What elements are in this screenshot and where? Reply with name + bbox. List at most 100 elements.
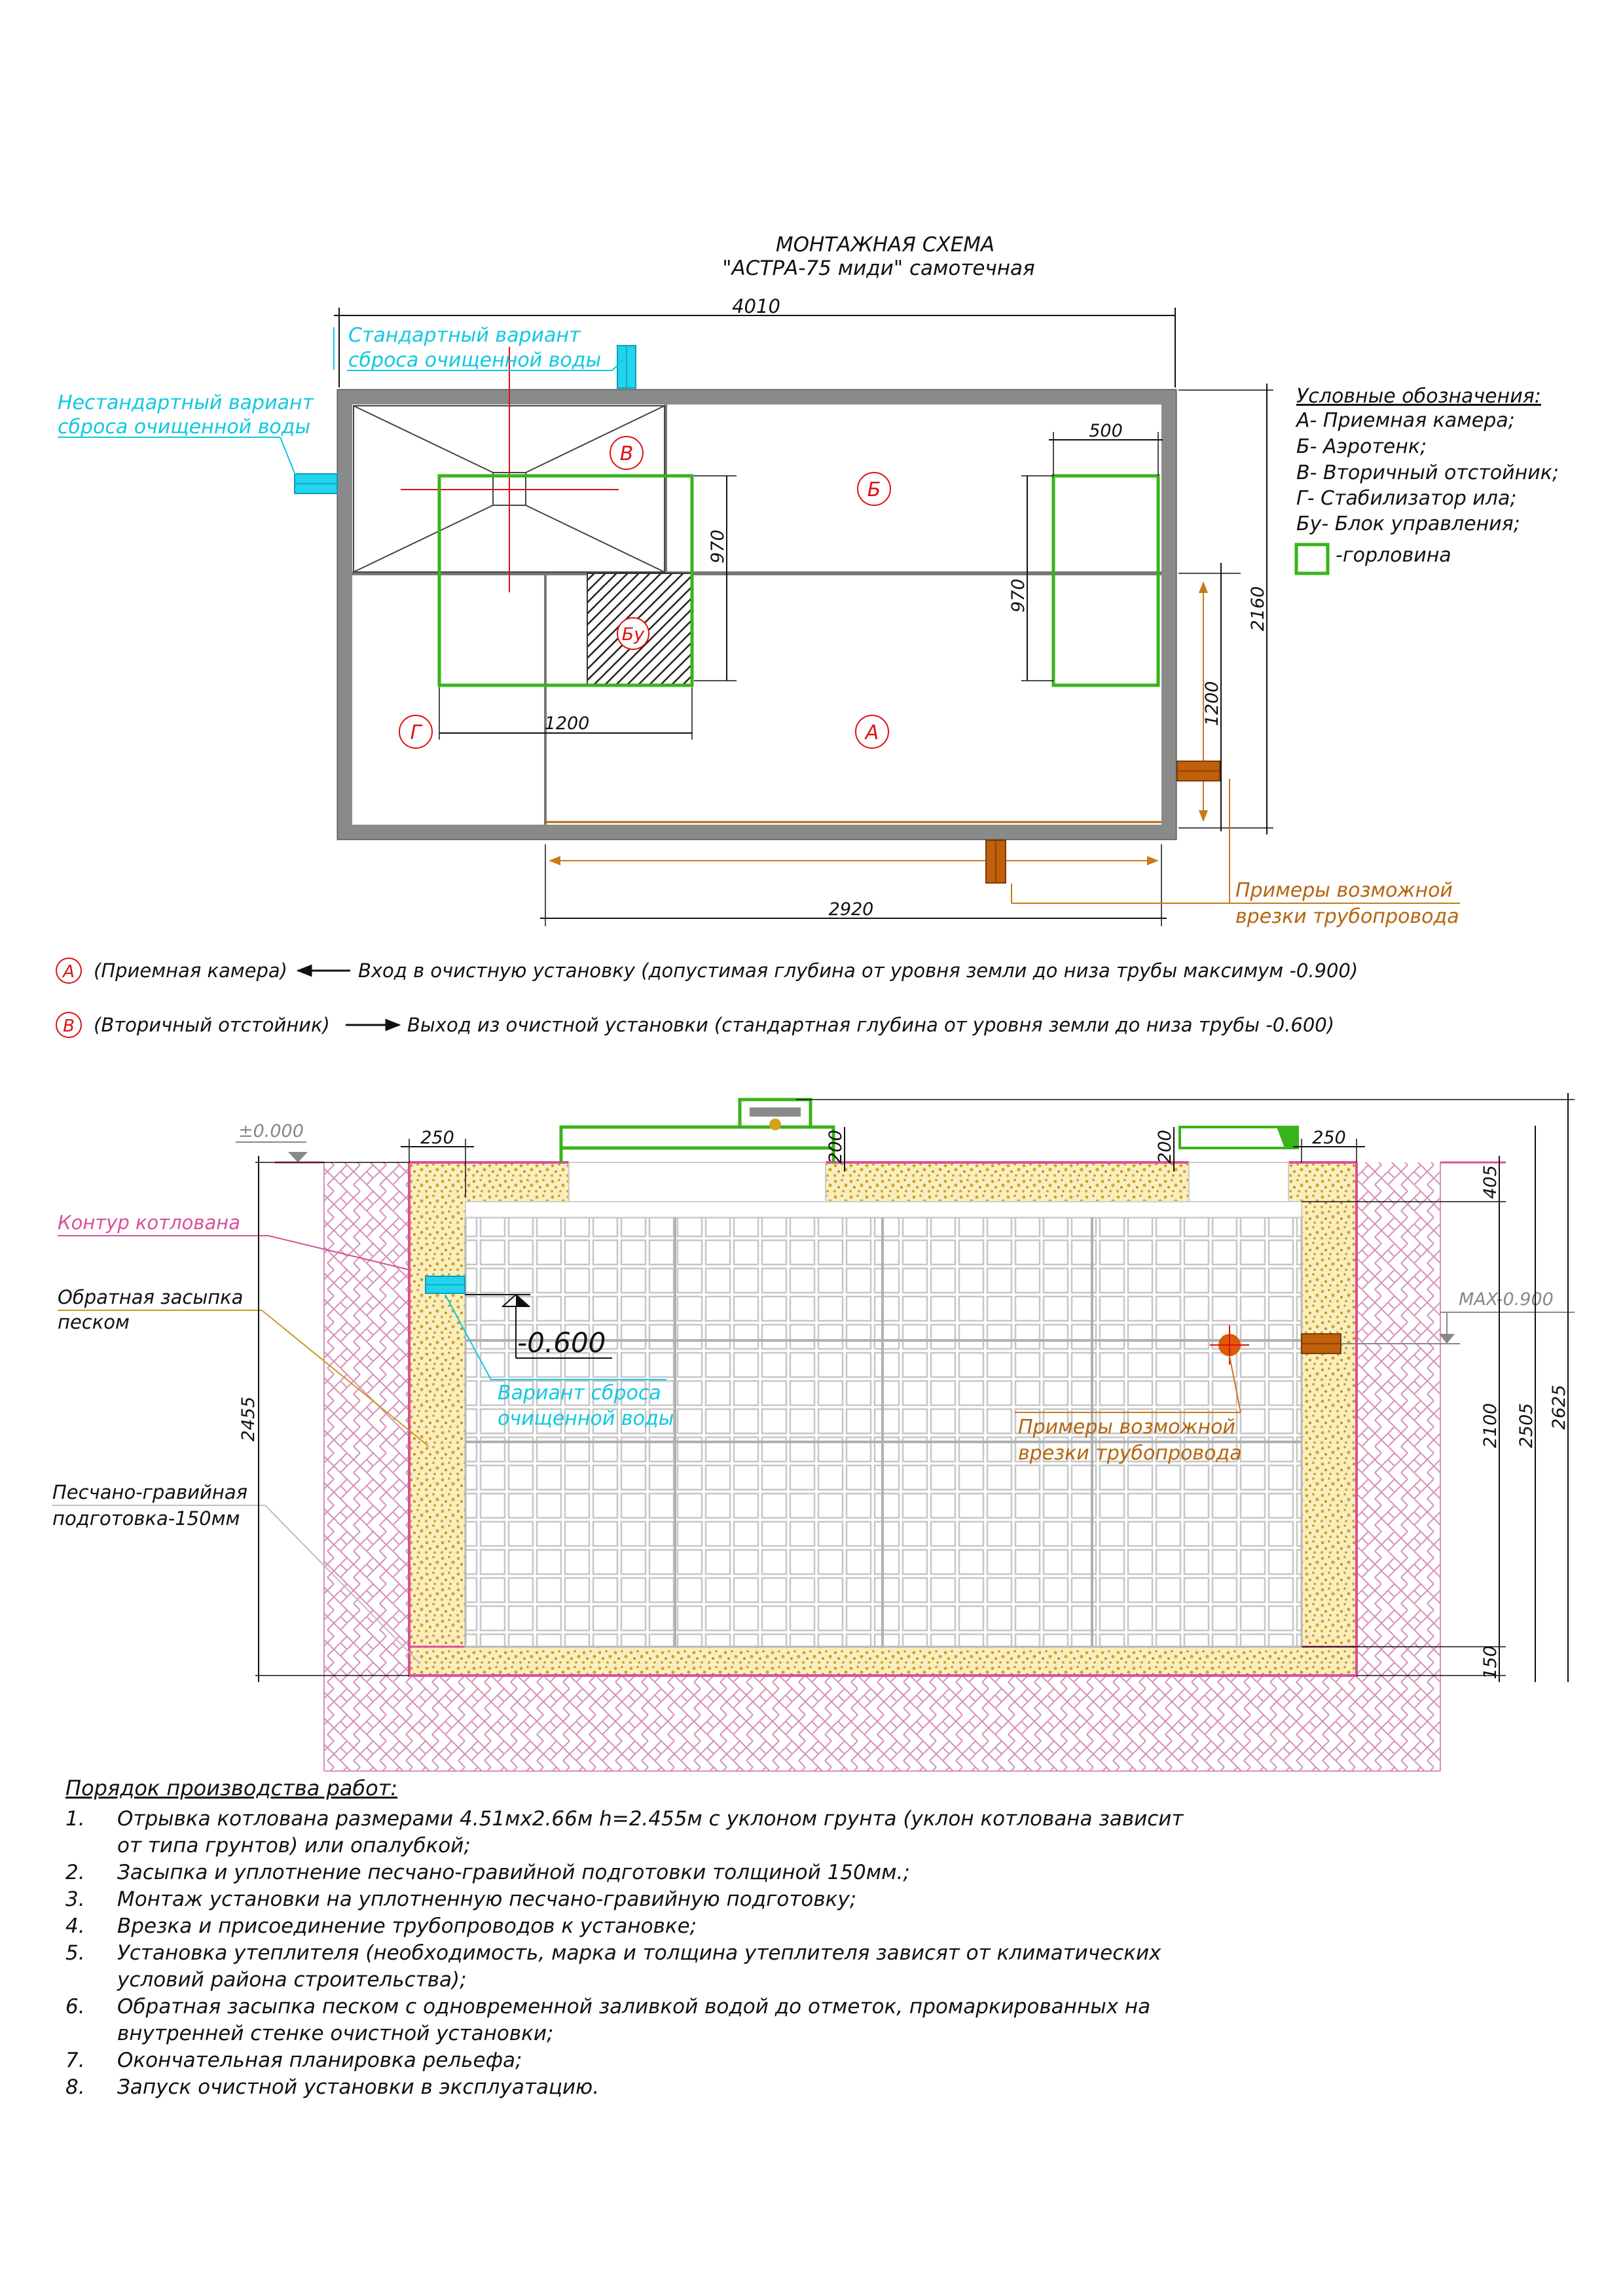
- dim-200-left: 200: [826, 1130, 846, 1164]
- dim-200-right: 200: [1155, 1130, 1175, 1164]
- dim-2160: 2160: [1248, 586, 1268, 632]
- gravel-base: [408, 1645, 1358, 1677]
- label-backfill-1: Обратная засыпка: [58, 1286, 243, 1308]
- neck-right: [1188, 1162, 1289, 1202]
- flow-notes: А (Приемная камера) Вход в очистную уста…: [56, 958, 1358, 1038]
- dim-405: 405: [1480, 1165, 1501, 1199]
- procedure-step: 7.Окончательная планировка рельефа;: [65, 2049, 522, 2072]
- label-outlet-variant-1: Вариант сброса: [498, 1382, 661, 1405]
- label-g: Г: [410, 721, 423, 744]
- manhole-left: [437, 474, 694, 687]
- dim-250-left: 250: [420, 1128, 454, 1148]
- level-0600-mark: -0.600: [465, 1293, 612, 1359]
- level-max: MAX-0.900: [1459, 1289, 1554, 1310]
- dim-2100: 2100: [1480, 1403, 1501, 1448]
- pit-contour: [408, 1162, 1358, 1677]
- dim-2455: 2455: [238, 1397, 259, 1442]
- backfill-top-mid: [826, 1162, 1189, 1202]
- callout-nonstandard-outlet: Нестандартный вариант сброса очищенной в…: [58, 391, 315, 477]
- tank-wall-right: [1161, 390, 1176, 839]
- outlet-pipe-left: [294, 473, 338, 494]
- procedure-step: 6.Обратная засыпка песком с одновременно…: [65, 1995, 1151, 2045]
- label-backfill-2: песком: [58, 1311, 130, 1333]
- inlet-marker: А: [62, 962, 75, 982]
- section-label-base: Песчано-гравийная подготовка-150мм: [52, 1481, 420, 1663]
- procedure-step: 1.Отрывка котлована размерами 4.51мх2.66…: [65, 1807, 1184, 1857]
- inlet-pipe-bottom: [985, 840, 1006, 884]
- procedure-step: 2.Засыпка и уплотнение песчано-гравийной…: [65, 1861, 910, 1884]
- outlet-marker: В: [63, 1016, 75, 1036]
- procedure-step: 8.Запуск очистной установки в эксплуатац…: [65, 2075, 600, 2099]
- label-pit-contour: Контур котлована: [58, 1211, 240, 1234]
- tank-top-ring: [465, 1201, 1302, 1218]
- legend-item: Бу- Блок управления;: [1296, 512, 1520, 535]
- legend-heading: Условные обозначения:: [1296, 385, 1541, 408]
- neck-left: [568, 1162, 826, 1202]
- dim-2920: 2920: [829, 899, 874, 920]
- pipe-examples-line-2: врезки трубопровода: [1235, 905, 1459, 928]
- nonstandard-outlet-line-2: сброса очищенной воды: [58, 416, 310, 439]
- standard-outlet-line-2: сброса очищенной воды: [348, 349, 601, 372]
- label-pipe-examples-1: Примеры возможной: [1018, 1416, 1235, 1439]
- procedure-list: 1.Отрывка котлована размерами 4.51мх2.66…: [65, 1806, 1440, 2101]
- level-zero: ±0.000: [238, 1121, 304, 1141]
- dim-150: 150: [1480, 1645, 1501, 1679]
- tank-wall-top: [338, 390, 1176, 404]
- chamber-markers: В Б Г А: [399, 436, 891, 749]
- backfill-right: [1302, 1162, 1357, 1653]
- marker-bu: [617, 617, 649, 650]
- legend-item: В- Вторичный отстойник;: [1296, 461, 1559, 484]
- procedure-step: 5.Установка утеплителя (необходимость, м…: [65, 1941, 1161, 1992]
- drawing-title: МОНТАЖНАЯ СХЕМА "АСТРА-75 миди" самотечн…: [722, 233, 1034, 280]
- soil-bottom: [324, 1676, 1440, 1771]
- nonstandard-outlet-line-1: Нестандартный вариант: [58, 391, 315, 414]
- backfill-top-left: [465, 1162, 569, 1202]
- tank-outline: [337, 389, 1177, 840]
- inlet-pipe-right: [1176, 761, 1220, 781]
- label-outlet-variant-2: очищенной воды: [498, 1407, 674, 1430]
- label-b: Б: [867, 478, 881, 501]
- pipe-examples-line-1: Примеры возможной: [1235, 879, 1453, 902]
- legend-item: Г- Стабилизатор ила;: [1296, 487, 1516, 510]
- title-line-2: "АСТРА-75 миди" самотечная: [722, 257, 1034, 280]
- legend-item: Б- Аэротенк;: [1296, 435, 1427, 458]
- outlet-chamber: (Вторичный отстойник): [94, 1014, 330, 1036]
- hatch-cover-right: [1178, 1126, 1299, 1149]
- label-base-1: Песчано-гравийная: [52, 1481, 247, 1503]
- legend: Условные обозначения: А- Приемная камера…: [1294, 385, 1559, 575]
- callout-pipe-examples: Примеры возможной врезки трубопровода: [1011, 779, 1460, 928]
- dim-1200-h: 1200: [545, 713, 590, 734]
- soil-right: [1357, 1162, 1440, 1771]
- label-a: А: [864, 721, 879, 744]
- soil-left: [324, 1162, 409, 1771]
- dim-4010: 4010: [732, 295, 780, 317]
- procedure-step: 4.Врезка и присоединение трубопроводов к…: [65, 1914, 697, 1938]
- dim-1200-v: 1200: [1202, 681, 1222, 726]
- section-label-pit: Контур котлована: [58, 1211, 410, 1270]
- section-label-outlet-variant: Вариант сброса очищенной воды: [445, 1294, 674, 1430]
- procedure-heading: Порядок производства работ:: [65, 1776, 398, 1801]
- tank-wall-left: [338, 390, 352, 839]
- callout-standard-outlet: Стандартный вариант сброса очищенной вод…: [333, 324, 627, 372]
- level-max-mark: MAX-0.900: [1341, 1289, 1575, 1344]
- hatch-cover-left: [559, 1098, 835, 1162]
- standard-outlet-line-1: Стандартный вариант: [348, 324, 581, 347]
- level-zero-mark: ±0.000: [236, 1121, 308, 1162]
- plan-view: 4010 Бу В: [58, 295, 1460, 928]
- backfill-left: [409, 1162, 465, 1653]
- outlet-pipe-top: [617, 345, 636, 389]
- dim-250-right: 250: [1312, 1128, 1346, 1148]
- legend-item: А- Приемная камера;: [1295, 409, 1515, 432]
- section-view: ±0.000 -0.600 MAX-0.900 Контур котлована…: [52, 1093, 1575, 1772]
- dim-2625: 2625: [1549, 1385, 1569, 1430]
- section-label-backfill: Обратная засыпка песком: [58, 1286, 429, 1447]
- legend-manhole-swatch: [1294, 543, 1330, 575]
- label-pipe-examples-2: врезки трубопровода: [1018, 1442, 1242, 1465]
- work-procedure: Порядок производства работ: 1.Отрывка ко…: [65, 1775, 1440, 2101]
- inlet-text: Вход в очистную установку (допустимая гл…: [358, 960, 1358, 982]
- label-v: В: [620, 442, 634, 465]
- label-bu: Бу: [622, 624, 646, 645]
- level-0600: -0.600: [517, 1327, 606, 1359]
- label-base-2: подготовка-150мм: [52, 1507, 240, 1530]
